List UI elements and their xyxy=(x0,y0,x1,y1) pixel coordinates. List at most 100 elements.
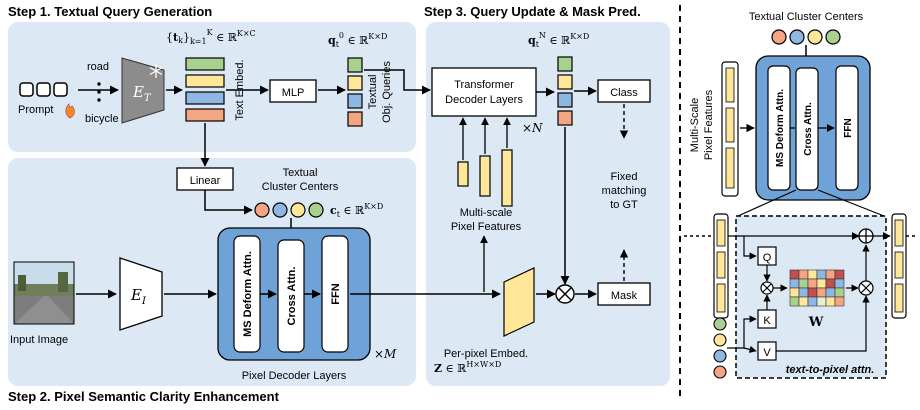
text-embed-bars xyxy=(185,57,225,122)
multi-scale-feature-bars xyxy=(457,149,513,207)
rp-v-label: V xyxy=(763,347,771,359)
vertical-dots xyxy=(97,82,101,102)
attention-cell xyxy=(798,269,809,280)
rp-t2p-label: text-to-pixel attn. xyxy=(786,364,875,376)
attention-cell xyxy=(825,296,836,307)
cluster-title-line1: Textual xyxy=(283,167,318,179)
attention-cell xyxy=(798,287,809,298)
prompt-squares xyxy=(19,82,68,97)
rp-ffn-label: FFN xyxy=(843,118,854,137)
mask-label: Mask xyxy=(611,290,638,302)
step3-title: Step 3. Query Update & Mask Pred. xyxy=(424,4,641,19)
linear-label: Linear xyxy=(190,175,221,187)
transformer-decoder-box xyxy=(431,67,537,117)
image-encoder xyxy=(119,257,163,331)
query-n-formula: qtN ∈ ℝK×D xyxy=(528,31,589,49)
attention-cell xyxy=(825,287,836,298)
attention-cell xyxy=(807,278,818,289)
textual-queries-line1: Textual xyxy=(367,75,379,110)
attention-cell xyxy=(834,278,845,289)
step1-title: Step 1. Textual Query Generation xyxy=(8,4,212,19)
attention-cell xyxy=(789,278,800,289)
matching-line2: matching xyxy=(602,185,647,197)
attention-cell xyxy=(816,287,827,298)
updated-query-bars xyxy=(557,56,573,126)
class-road: road xyxy=(87,61,109,73)
rp-zoom-line-left xyxy=(737,189,797,217)
cross-attn-label: Cross Attn. xyxy=(286,267,298,326)
textual-queries-line2: Obj. Queries xyxy=(381,61,393,123)
per-pixel-label: Per-pixel Embed. xyxy=(444,348,528,360)
class-label: Class xyxy=(610,87,638,99)
rp-ms-deform-label: MS Deform Attn. xyxy=(775,89,786,167)
class-box xyxy=(597,79,651,103)
ffn-box xyxy=(321,235,349,353)
per-pixel-embed-shape xyxy=(503,267,535,337)
attention-cell xyxy=(834,287,845,298)
rp-multiply-icon-1 xyxy=(760,281,774,295)
repeat-m: ×M xyxy=(374,347,397,361)
rp-cross-attn-box xyxy=(795,67,819,191)
rp-attention-matrix xyxy=(789,269,845,307)
rp-multi-scale-line1: Multi-Scale xyxy=(689,98,701,152)
rp-input-feature-bar xyxy=(713,213,729,319)
multiply-icon xyxy=(555,284,575,304)
rp-ffn-box xyxy=(835,65,859,191)
textual-query-bars xyxy=(347,57,363,127)
rp-feat-to-q-arrow xyxy=(743,236,757,260)
per-pixel-formula: Z ∈ ℝH×W×D xyxy=(434,360,501,375)
attention-cell xyxy=(798,296,809,307)
attention-cell xyxy=(807,296,818,307)
pixel-decoder-label: Pixel Decoder Layers xyxy=(242,370,347,382)
rp-cluster-circles xyxy=(771,29,841,45)
rp-output-feature-bar xyxy=(891,213,907,319)
linear-to-cluster-arrow xyxy=(204,190,253,215)
rp-circles-to-k-arrow xyxy=(727,315,757,349)
rp-add-icon xyxy=(858,228,874,244)
cross-attn-box xyxy=(277,239,305,353)
matching-line3: to GT xyxy=(610,199,638,211)
cluster-formula: ct ∈ ℝK×D xyxy=(330,202,383,219)
attention-cell xyxy=(798,278,809,289)
query-formula: qt0 ∈ ℝK×D xyxy=(328,31,387,49)
transformer-label-line2: Decoder Layers xyxy=(445,94,523,106)
queries-to-transformer-arrow xyxy=(364,69,431,95)
snowflake-icon xyxy=(149,64,163,78)
rp-w-label: W xyxy=(808,315,824,330)
attention-cell xyxy=(816,269,827,280)
rp-text-query-circles xyxy=(713,317,727,379)
input-image-label: Input Image xyxy=(10,334,68,346)
prompt-label: Prompt xyxy=(18,104,53,116)
attention-cell xyxy=(816,296,827,307)
rp-v-to-mult-arrow xyxy=(776,295,870,352)
attention-cell xyxy=(789,269,800,280)
mlp-box xyxy=(269,79,317,103)
rp-zoom-line-right xyxy=(817,189,885,217)
rp-cross-attn-label: Cross Attn. xyxy=(803,102,814,156)
fire-icon xyxy=(65,103,75,119)
ms-deform-attn-label: MS Deform Attn. xyxy=(242,251,254,337)
ffn-label: FFN xyxy=(330,283,342,304)
attention-cell xyxy=(789,296,800,307)
multi-scale-label-line2: Pixel Features xyxy=(451,221,522,233)
class-bicycle: bicycle xyxy=(85,113,119,125)
rp-cluster-title: Textual Cluster Centers xyxy=(749,11,864,23)
attention-cell xyxy=(834,269,845,280)
multi-scale-label-line1: Multi-scale xyxy=(460,207,513,219)
rp-pixel-feature-bar xyxy=(721,61,739,197)
transformer-label-line1: Transformer xyxy=(454,79,514,91)
cluster-center-circles xyxy=(254,202,324,218)
repeat-n: ×N xyxy=(522,121,543,135)
rp-multiply-icon-2 xyxy=(858,280,874,296)
attention-cell xyxy=(825,269,836,280)
attention-cell xyxy=(807,287,818,298)
cluster-title-line2: Cluster Centers xyxy=(262,181,339,193)
rp-circles-to-v-arrow xyxy=(743,345,757,353)
text-encoder xyxy=(121,57,165,124)
rp-k-label: K xyxy=(763,315,771,327)
rp-multi-scale-line2: Pixel Features xyxy=(703,89,715,160)
matching-line1: Fixed xyxy=(611,171,638,183)
rp-q-label: Q xyxy=(763,252,772,264)
input-image xyxy=(13,261,75,325)
mask-box xyxy=(597,282,651,306)
